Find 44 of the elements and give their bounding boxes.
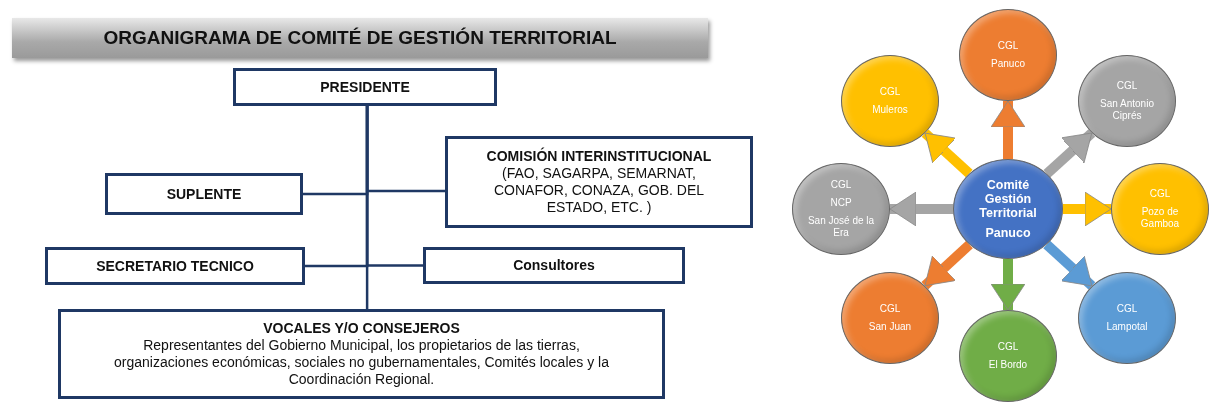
org-box [105, 173, 303, 215]
node-label: Comité Gestión Territorial [978, 178, 1038, 220]
node-label: NCP [830, 197, 852, 209]
node-label: San José de la Era [806, 215, 876, 239]
node-label: SUPLENTE [166, 185, 242, 203]
block-arrow [1063, 191, 1112, 227]
node-label: CGL [1116, 80, 1138, 92]
node-label: Muleros [872, 104, 908, 116]
node-label: Representantes del Gobierno Municipal, los propietarios de las tierras, organizaciones económicas, sociales no gubernamentales, Comités locales y la Coordinación Regional. [113, 337, 610, 388]
node-label: COMISIÓN INTERINSTITUCIONAL [486, 148, 712, 165]
node-label: Panuco [991, 58, 1025, 70]
node-label: Pozo de Gamboa [1139, 206, 1181, 230]
org-box [423, 247, 685, 284]
block-arrow [921, 129, 973, 178]
node-label: CGL [879, 86, 901, 98]
node-label: CGL [830, 179, 852, 191]
org-box [45, 247, 305, 285]
node-label: San Juan [868, 321, 912, 333]
org-box [233, 68, 497, 106]
node-label: Consultores [513, 257, 595, 274]
connector-line [365, 106, 369, 309]
center-circle-node [953, 159, 1063, 259]
node-label: San Antonio Ciprés [1099, 98, 1155, 122]
org-box [58, 309, 665, 399]
title: ORGANIGRAMA DE COMITÉ DE GESTIÓN TERRITORIAL [12, 18, 708, 58]
node-label: VOCALES Y/O CONSEJEROS [263, 320, 460, 337]
block-arrow [990, 259, 1026, 311]
block-arrow [1043, 129, 1096, 178]
node-label: CGL [997, 341, 1019, 353]
block-arrow [889, 191, 953, 227]
node-label: SECRETARIO TECNICO [96, 257, 254, 275]
org-box [445, 136, 753, 228]
node-label: Lampotal [1106, 321, 1148, 333]
block-arrow [990, 100, 1026, 159]
node-label: El Bordo [988, 359, 1028, 371]
node-label: CGL [997, 40, 1019, 52]
block-arrow [1043, 240, 1096, 290]
node-label: PRESIDENTE [320, 78, 410, 96]
node-label: (FAO, SAGARPA, SEMARNAT, CONAFOR, CONAZA, GOB. DEL ESTADO, ETC. ) [493, 165, 705, 216]
node-label: CGL [1116, 303, 1138, 315]
node-label: Panuco [985, 226, 1031, 240]
node-label: CGL [879, 303, 901, 315]
block-arrow [921, 240, 973, 290]
node-label: CGL [1149, 188, 1171, 200]
